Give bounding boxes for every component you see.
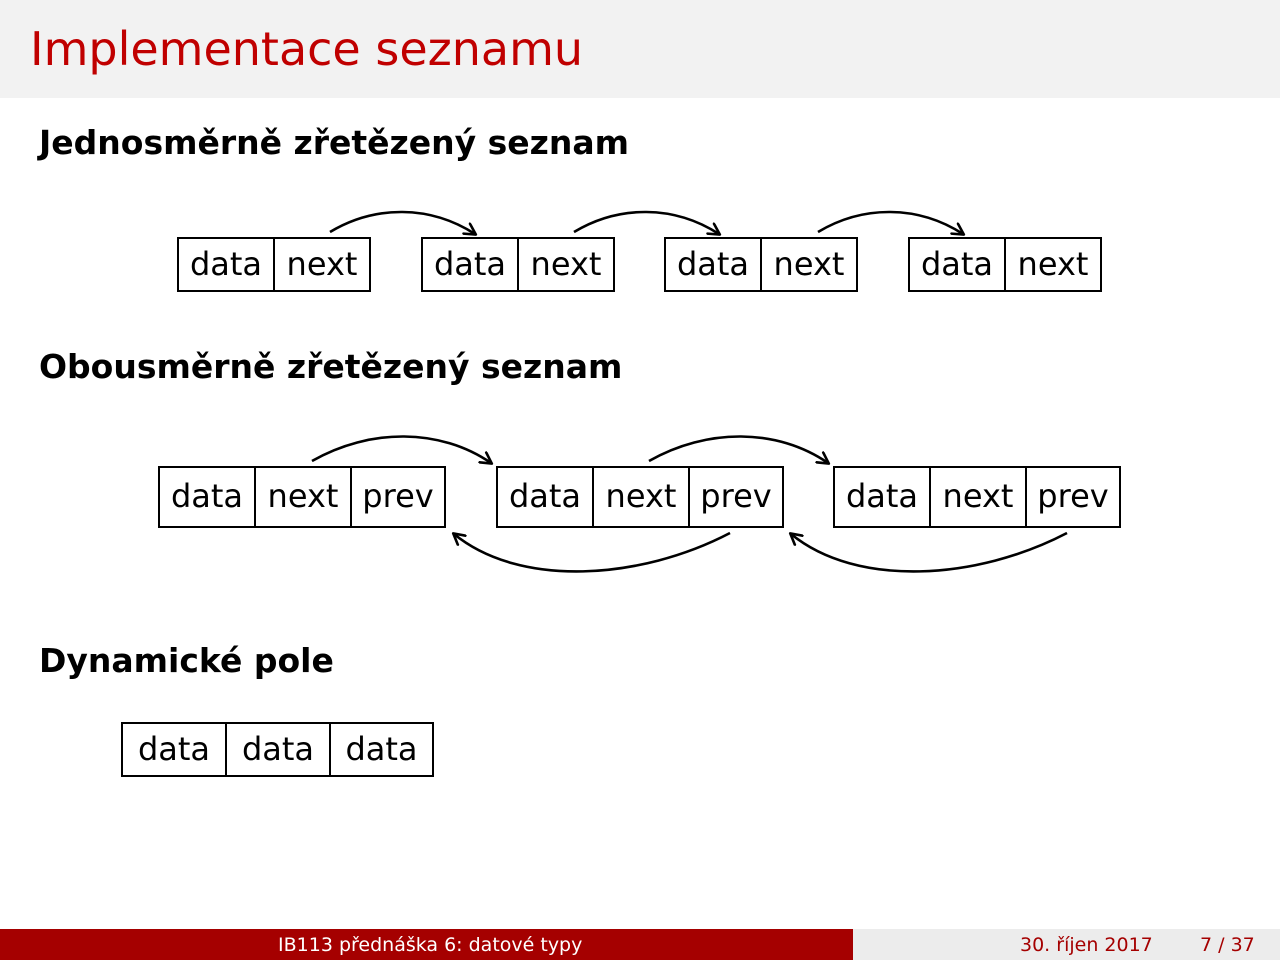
dynamic-array: data data data: [121, 722, 434, 777]
node-next-cell: next: [773, 244, 845, 283]
heading-dynamic-array: Dynamické pole: [39, 641, 334, 680]
singly-node-3: data next: [664, 237, 858, 292]
node-prev-cell: prev: [362, 477, 434, 515]
footer-left: IB113 přednáška 6: datové typy: [0, 929, 853, 960]
prev-arrow: [454, 531, 731, 573]
node-next-cell: next: [931, 468, 1027, 526]
footer-date: 30. říjen 2017: [1020, 934, 1153, 956]
node-next-cell: next: [594, 468, 690, 526]
node-next-cell: next: [256, 468, 352, 526]
prev-arrow: [791, 531, 1068, 573]
next-arrow: [648, 435, 828, 463]
node-data-cell: data: [910, 239, 1006, 290]
array-cell: data: [345, 729, 418, 768]
node-data-cell: data: [179, 239, 275, 290]
slide-title: Implementace seznamu: [30, 22, 584, 76]
array-cell: data: [123, 724, 227, 775]
heading-doubly-linked: Obousměrně zřetězený seznam: [39, 347, 623, 386]
footer-page-number: 7 / 37: [1200, 934, 1255, 956]
next-arrow: [329, 210, 475, 234]
singly-node-2: data next: [421, 237, 615, 292]
node-data-cell: data: [423, 239, 519, 290]
doubly-node-2: data next prev: [496, 466, 784, 528]
node-data-cell: data: [835, 468, 931, 526]
title-bar: Implementace seznamu: [0, 0, 1280, 98]
footer-right: 30. říjen 2017 7 / 37: [853, 929, 1280, 960]
doubly-node-3: data next prev: [833, 466, 1121, 528]
node-data-cell: data: [498, 468, 594, 526]
footer-course: IB113 přednáška 6: datové typy: [278, 934, 583, 956]
array-cell: data: [227, 724, 331, 775]
heading-singly-linked: Jednosměrně zřetězený seznam: [39, 123, 629, 162]
doubly-node-1: data next prev: [158, 466, 446, 528]
singly-node-1: data next: [177, 237, 371, 292]
next-arrow: [311, 435, 491, 463]
next-arrow: [817, 210, 963, 234]
singly-node-4: data next: [908, 237, 1102, 292]
node-prev-cell: prev: [1037, 477, 1109, 515]
node-data-cell: data: [666, 239, 762, 290]
node-next-cell: next: [1017, 244, 1089, 283]
footer: IB113 přednáška 6: datové typy 30. říjen…: [0, 929, 1280, 960]
node-next-cell: next: [530, 244, 602, 283]
next-arrow: [573, 210, 719, 234]
node-next-cell: next: [286, 244, 358, 283]
node-prev-cell: prev: [700, 477, 772, 515]
node-data-cell: data: [160, 468, 256, 526]
